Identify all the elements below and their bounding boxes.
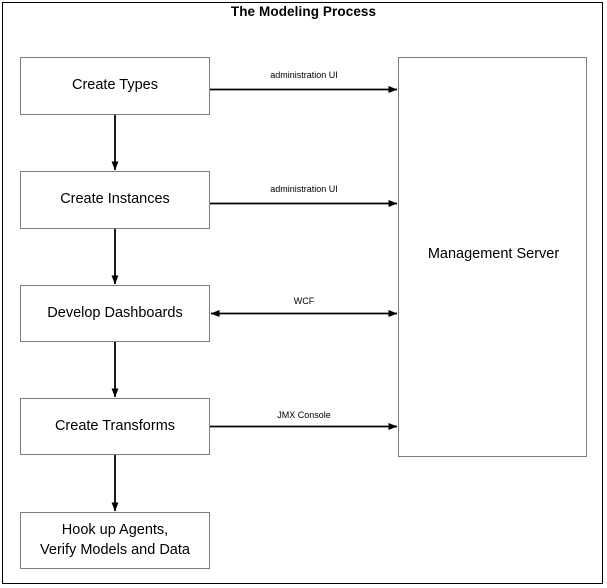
node-create-types[interactable]: Create Types (20, 57, 210, 115)
node-develop-dashboards-label: Develop Dashboards (47, 304, 183, 321)
node-management-server-label: Management Server (427, 246, 560, 262)
node-create-instances-label: Create Instances (60, 191, 170, 208)
node-create-transforms[interactable]: Create Transforms (20, 398, 210, 455)
diagram-title: The Modeling Process (230, 4, 377, 19)
node-management-server[interactable]: Management Server (398, 57, 587, 457)
edge-label-dashboards-to-server: WCF (293, 296, 315, 306)
node-create-transforms-label: Create Transforms (54, 417, 176, 434)
node-hook-up-agents[interactable]: Hook up Agents, Verify Models and Data (20, 512, 210, 569)
node-create-types-label: Create Types (72, 77, 158, 94)
edge-label-instances-to-server: administration UI (270, 184, 338, 194)
node-develop-dashboards[interactable]: Develop Dashboards (20, 285, 210, 342)
node-hook-up-agents-label: Hook up Agents, Verify Models and Data (40, 522, 190, 558)
node-create-instances[interactable]: Create Instances (20, 171, 210, 229)
edge-label-transforms-to-server: JMX Console (277, 410, 331, 420)
edge-label-types-to-server: administration UI (270, 70, 338, 80)
